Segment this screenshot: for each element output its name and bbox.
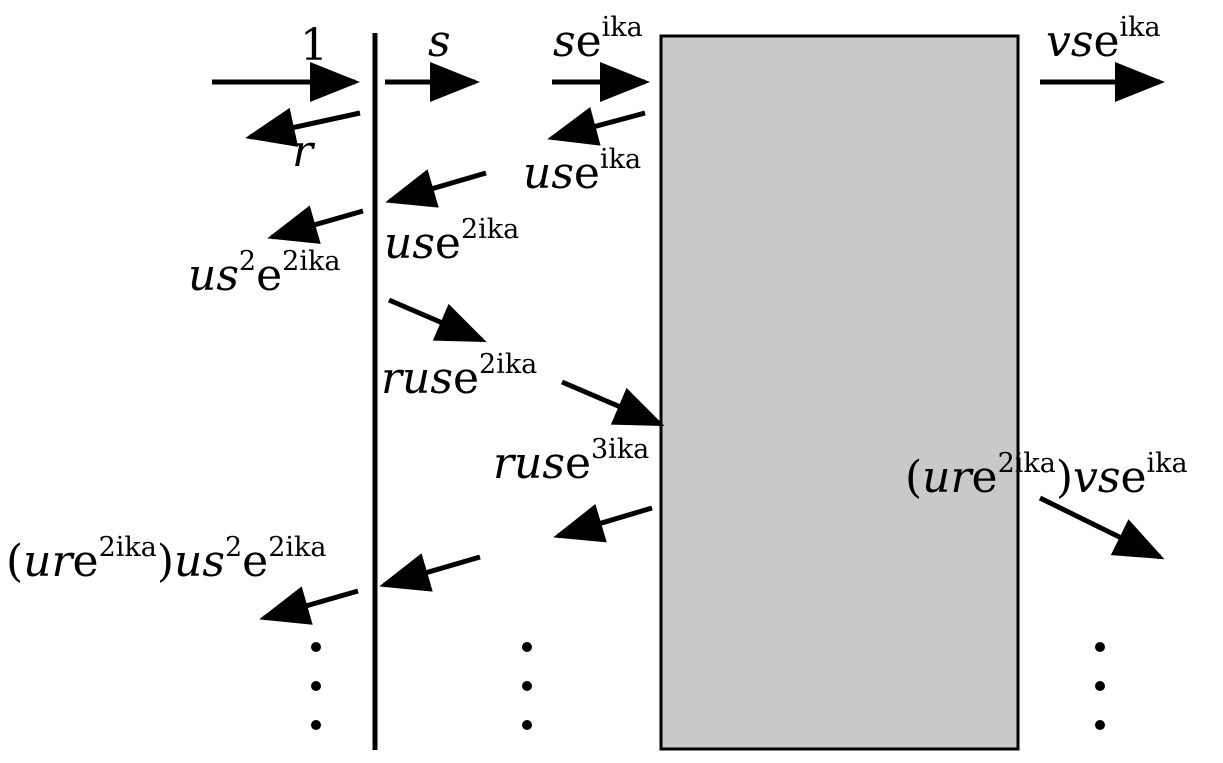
transmitted-back-arrow [267,205,364,244]
label-vs-phase: vseika [1046,12,1161,67]
label-us-2phase: use2ika [384,214,520,269]
left-ellipsis [311,642,321,730]
reflected-r-arrow [245,107,361,147]
second-transmitted-back-arrow [259,586,359,625]
return-us-arrow [385,169,487,208]
label-reflect-r: r [292,126,314,177]
label-us-phase: useika [523,144,642,199]
second-reflection-arrow [553,503,653,543]
label-ure-us2: (ure2ika)us2e2ika [6,532,327,587]
right-ellipsis [1095,642,1105,730]
second-return-arrow [379,553,481,592]
label-rus-3phase: ruse3ika [493,434,650,489]
rereflected-arrow [388,297,487,343]
label-rus-2phase: ruse2ika [381,349,538,404]
label-incident: 1 [300,20,328,71]
slab-reflection-arrow [547,107,646,146]
label-us2-2phase: us2e2ika [188,246,341,301]
output-second-arrow [1038,495,1165,560]
scattering-slab [659,34,1020,751]
label-s-phase: seika [553,12,643,67]
to-slab-arrow [561,379,665,427]
label-ure-vs: (ure2ika)vseika [905,448,1188,503]
middle-ellipsis [522,642,532,730]
label-transmit-s: s [428,16,451,67]
